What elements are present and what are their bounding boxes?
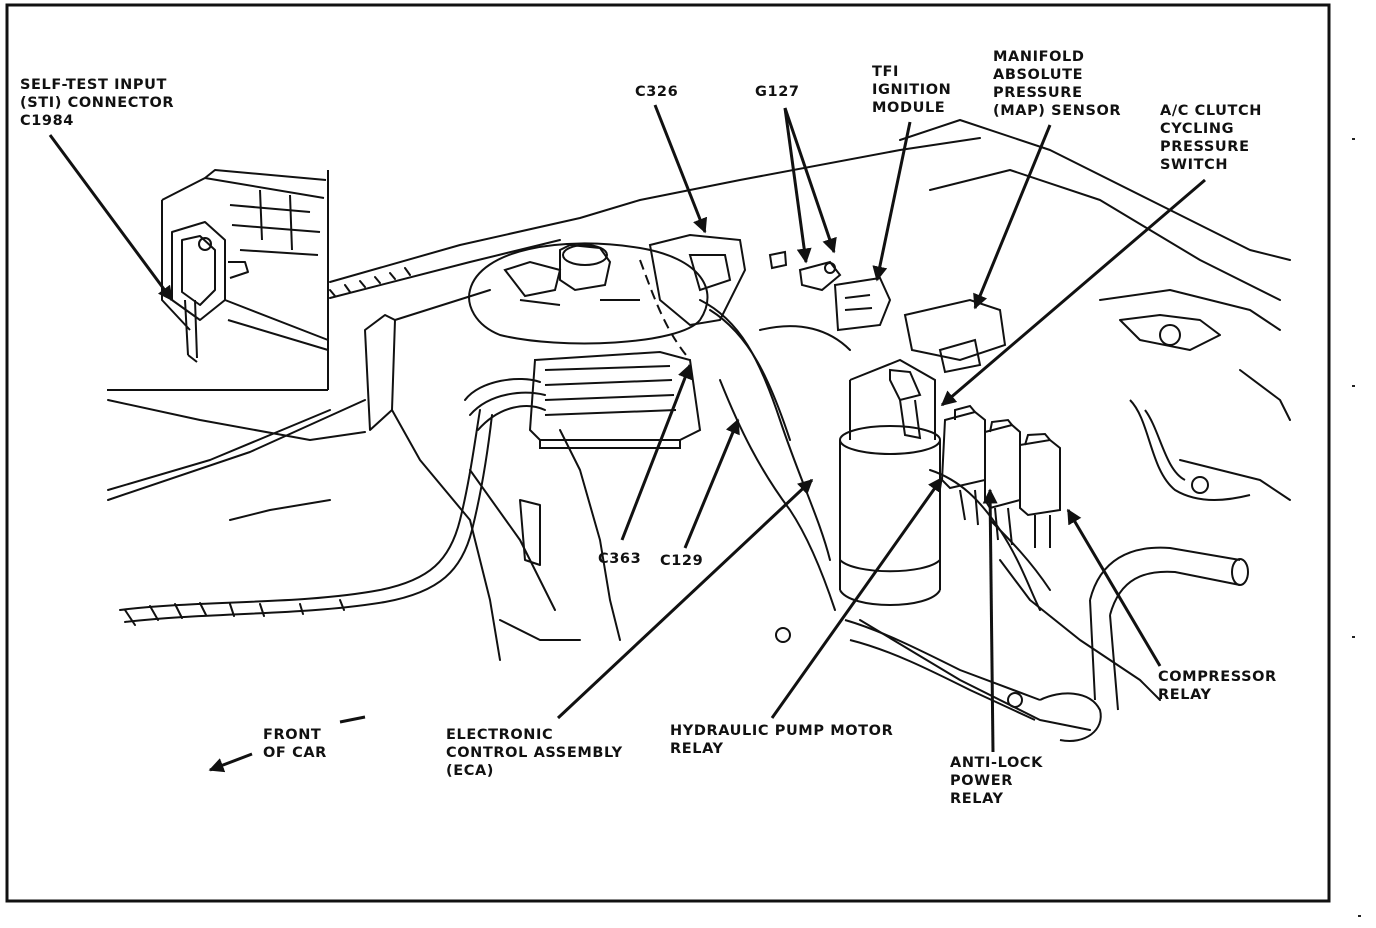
label-line: HYDRAULIC PUMP MOTOR <box>670 723 894 739</box>
wiring-harness <box>119 299 1051 626</box>
arrow-hydraulic <box>770 476 944 719</box>
margin-speck <box>1352 138 1355 140</box>
relay-block <box>940 404 1061 548</box>
arrow-eca <box>556 478 814 720</box>
arrow-antilock <box>982 488 998 753</box>
label-line: G127 <box>755 84 800 100</box>
tfi-map-components <box>648 233 1007 374</box>
arrow-c129 <box>683 418 740 549</box>
arrow-g127-a <box>783 107 812 264</box>
tfi-module-label: TFI IGNITION MODULE <box>872 63 951 117</box>
label-line: POWER <box>950 773 1014 789</box>
arrow-g127-b <box>783 107 837 254</box>
label-line: MANIFOLD <box>993 49 1085 65</box>
car-body-outline <box>107 119 1291 731</box>
margin-speck <box>1352 636 1355 638</box>
arrow-ac <box>940 178 1206 407</box>
map-sensor-label: MANIFOLD ABSOLUTE PRESSURE (MAP) SENSOR <box>993 48 1121 120</box>
label-line: FRONT <box>263 727 322 743</box>
label-line: PRESSURE <box>1160 139 1250 155</box>
hydraulic-pump-motor <box>839 358 941 606</box>
label-line: RELAY <box>950 791 1004 807</box>
arrow-c326 <box>653 104 708 234</box>
label-line: OF CAR <box>263 745 327 761</box>
front-of-car-arrow <box>208 715 366 773</box>
label-line: CONTROL ASSEMBLY <box>446 745 623 761</box>
g127-label: G127 <box>755 83 800 101</box>
label-line: SWITCH <box>1160 157 1229 173</box>
label-line: MODULE <box>872 100 946 116</box>
label-line: C129 <box>660 553 704 569</box>
hydraulic-relay-label: HYDRAULIC PUMP MOTOR RELAY <box>670 722 893 758</box>
arrow-tfi <box>872 121 912 282</box>
ac-clutch-switch-label: A/C CLUTCH CYCLING PRESSURE SWITCH <box>1160 102 1262 174</box>
eca-label: ELECTRONIC CONTROL ASSEMBLY (ECA) <box>446 726 623 780</box>
sti-connector-label: SELF-TEST INPUT (STI) CONNECTOR C1984 <box>20 76 174 130</box>
margin-speck <box>1352 385 1355 387</box>
label-line: A/C CLUTCH <box>1160 103 1263 119</box>
c326-label: C326 <box>635 83 678 101</box>
strut-tower <box>468 242 709 361</box>
label-line: ANTI-LOCK <box>950 755 1043 771</box>
label-line: IGNITION <box>872 82 952 98</box>
label-line: TFI <box>872 64 899 80</box>
label-line: C326 <box>635 84 679 100</box>
label-line: (MAP) SENSOR <box>993 103 1122 119</box>
label-line: ELECTRONIC <box>446 727 554 743</box>
label-line: SELF-TEST INPUT <box>20 77 167 93</box>
label-line: C363 <box>598 551 642 567</box>
front-of-car-label: FRONT OF CAR <box>263 726 327 762</box>
label-line: ABSOLUTE <box>993 67 1084 83</box>
arrow-map <box>973 124 1052 310</box>
label-line: CYCLING <box>1160 121 1235 137</box>
sti-connector-inset <box>161 169 329 363</box>
margin-speck <box>1358 915 1361 917</box>
label-line: COMPRESSOR <box>1158 669 1277 685</box>
label-line: RELAY <box>1158 687 1212 703</box>
c129-label: C129 <box>660 552 703 570</box>
c363-label: C363 <box>598 550 641 568</box>
arrow-c363 <box>620 363 693 541</box>
inset-frame <box>107 170 329 391</box>
label-line: C1984 <box>20 113 74 129</box>
figure-frame <box>5 3 1331 903</box>
arrow-sti <box>48 134 174 302</box>
antilock-relay-label: ANTI-LOCK POWER RELAY <box>950 754 1043 808</box>
label-line: PRESSURE <box>993 85 1083 101</box>
ac-hose <box>775 399 1251 742</box>
leader-arrows <box>48 104 1206 753</box>
arrow-compressor <box>1066 508 1162 667</box>
label-line: RELAY <box>670 741 724 757</box>
compressor-relay-label: COMPRESSOR RELAY <box>1158 668 1277 704</box>
eca-module <box>528 350 702 449</box>
label-line: (ECA) <box>446 763 495 779</box>
label-line: (STI) CONNECTOR <box>20 95 175 111</box>
